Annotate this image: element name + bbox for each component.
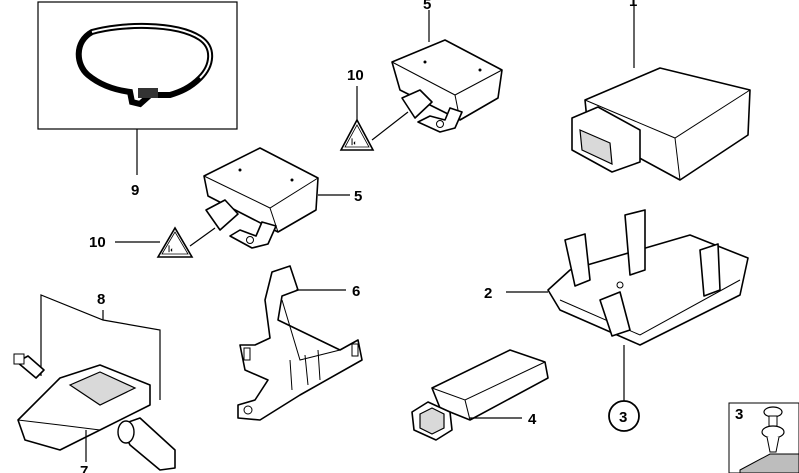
callout-5-top[interactable]: 5 (423, 0, 431, 13)
callout-6[interactable]: 6 (352, 283, 360, 300)
callout-1[interactable]: 1 (629, 0, 637, 10)
callout-4[interactable]: 4 (528, 411, 537, 428)
tire-icon (75, 22, 214, 108)
callout-10-mid[interactable]: 10 (89, 234, 106, 251)
svg-text:ꟾ◐: ꟾ◐ (168, 245, 174, 254)
sensor-module-icon-mid[interactable] (203, 147, 319, 249)
callout-2[interactable]: 2 (484, 285, 492, 302)
expanding-rivet-box[interactable]: 3 (728, 402, 799, 473)
callout-8[interactable]: 8 (97, 291, 105, 308)
control-module-icon[interactable] (571, 67, 751, 181)
holder-icon[interactable] (547, 209, 749, 346)
callout-5-mid[interactable]: 5 (354, 188, 362, 205)
callout-7[interactable]: 7 (80, 463, 88, 473)
svg-text:3: 3 (619, 409, 627, 426)
sensor-module-icon[interactable] (391, 39, 503, 133)
warning-triangle-icon-mid: ꟾ◐ (156, 226, 194, 258)
callout-3-circle[interactable]: 3 (608, 400, 640, 432)
callout-9[interactable]: 9 (131, 182, 139, 199)
tire-inset[interactable] (37, 1, 238, 130)
callout-10-top[interactable]: 10 (347, 67, 364, 84)
svg-text:ꟾ◐: ꟾ◐ (351, 138, 357, 147)
antenna-icon[interactable] (411, 349, 549, 441)
valve-sensor-icon[interactable] (13, 353, 176, 471)
svg-text:3: 3 (735, 406, 743, 423)
warning-triangle-icon: ꟾ◐ (339, 118, 375, 151)
bracket-icon[interactable] (237, 265, 363, 421)
